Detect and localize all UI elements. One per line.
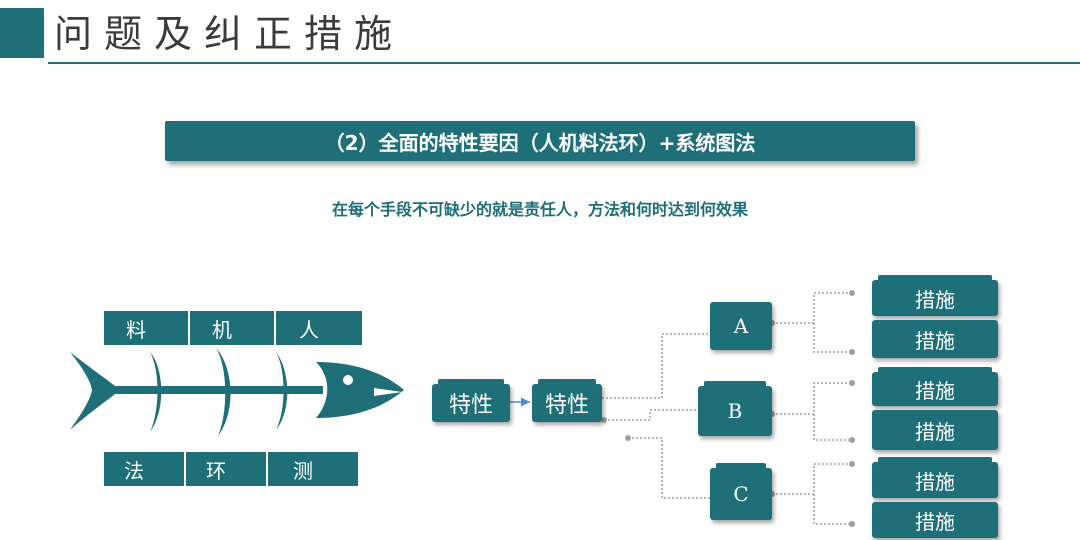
connector-dot <box>849 380 855 386</box>
banner-text: （2）全面的特性要因（人机料法环）+系统图法 <box>324 130 756 155</box>
fish-rib <box>150 352 162 432</box>
factor-bottom-2: 环 <box>186 452 268 486</box>
connector-feature-b <box>604 409 700 421</box>
feature-label: 特性 <box>448 393 493 418</box>
fish-rib <box>276 352 288 430</box>
connector-c-measure-2 <box>813 494 852 525</box>
measure-box-1: 措施 <box>872 275 998 316</box>
connector-dot <box>849 521 855 527</box>
means-box-b: B <box>698 381 772 436</box>
connector-dot <box>625 435 631 441</box>
fish-rib <box>216 348 231 436</box>
fish-mouth <box>374 388 402 396</box>
factor-bottom-1: 法 <box>104 452 186 486</box>
factor-bottom-3: 测 <box>268 452 358 486</box>
measure-box-2: 措施 <box>872 320 998 358</box>
factor-label: 人 <box>299 317 319 342</box>
measure-label: 措施 <box>915 509 955 534</box>
page-title: 问题及纠正措施 <box>54 12 405 56</box>
measure-label: 措施 <box>915 287 955 312</box>
means-label: A <box>733 314 749 338</box>
means-label: B <box>727 399 743 423</box>
factor-label: 环 <box>206 458 226 483</box>
fish-eye <box>343 375 353 385</box>
factor-label: 料 <box>126 317 146 342</box>
connector-dot <box>601 417 607 423</box>
fish-head <box>316 362 404 418</box>
factor-top-3: 人 <box>276 311 362 345</box>
measure-box-5: 措施 <box>872 457 998 498</box>
factor-label: 机 <box>212 317 232 342</box>
factor-label: 法 <box>124 458 144 483</box>
factor-label: 测 <box>293 458 313 483</box>
connector-dot <box>849 461 855 467</box>
factor-top-1: 料 <box>104 311 190 345</box>
connector-feature-c <box>628 437 712 499</box>
connector-b-measure-1 <box>772 382 852 415</box>
measure-box-3: 措施 <box>872 367 998 406</box>
measure-label: 措施 <box>915 469 955 494</box>
means-label: C <box>733 482 749 506</box>
connector-c-measure-1 <box>772 463 852 495</box>
fish-tail <box>70 352 120 430</box>
subtitle: 在每个手段不可缺少的就是责任人，方法和何时达到何效果 <box>331 200 748 219</box>
feature-label: 特性 <box>544 393 589 418</box>
means-box-a: A <box>710 302 772 350</box>
measure-label: 措施 <box>915 378 955 403</box>
title-divider <box>48 62 1080 64</box>
feature-box-1: 特性 <box>432 379 510 422</box>
connector-a-measure-2 <box>813 323 852 353</box>
section-banner: （2）全面的特性要因（人机料法环）+系统图法 <box>165 121 915 161</box>
measure-label: 措施 <box>915 328 955 353</box>
measure-box-4: 措施 <box>872 410 998 450</box>
connector-dot <box>849 290 855 296</box>
factor-top-2: 机 <box>190 311 276 345</box>
measure-label: 措施 <box>915 419 955 444</box>
means-box-c: C <box>710 463 772 520</box>
connector-a-measure-1 <box>772 292 852 324</box>
fish-spine <box>108 386 323 394</box>
title-accent-square <box>0 8 44 58</box>
connector-dot <box>849 437 855 443</box>
fishbone-diagram <box>70 348 404 436</box>
connector-feature-a <box>598 333 712 399</box>
measure-box-6: 措施 <box>872 502 998 538</box>
feature-box-2: 特性 <box>532 379 602 422</box>
connector-b-measure-2 <box>813 414 852 441</box>
connector-dot <box>849 349 855 355</box>
